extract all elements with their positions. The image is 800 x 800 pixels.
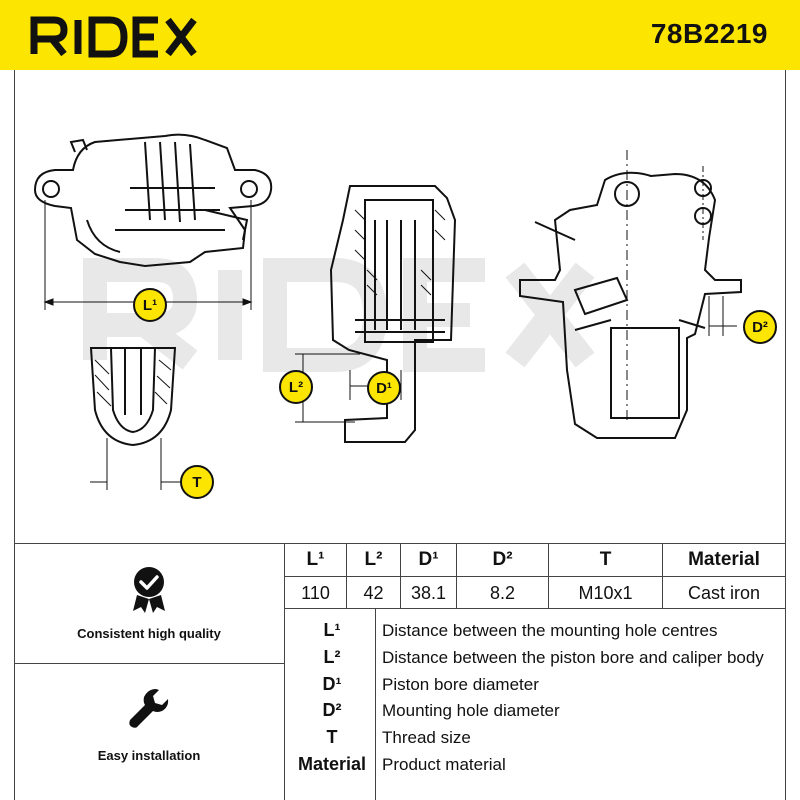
legend-key-l2: L² bbox=[323, 647, 341, 667]
badge-l1: L¹ bbox=[133, 288, 167, 322]
badge-d1: D¹ bbox=[367, 371, 401, 405]
spec-value-l1: 110 bbox=[301, 583, 330, 603]
spec-value-d2: 8.2 bbox=[489, 583, 516, 603]
caliper-section-view bbox=[329, 185, 457, 443]
spec-header-material: Material bbox=[688, 548, 760, 570]
spec-value-l2: 42 bbox=[363, 583, 384, 603]
badge-d2: D² bbox=[743, 310, 777, 344]
badge-l2: L² bbox=[279, 370, 313, 404]
legend-key-d1: D¹ bbox=[322, 674, 342, 694]
badge-t: T bbox=[180, 465, 214, 499]
spec-header-l2: L² bbox=[364, 548, 383, 570]
spec-section: Consistent high quality Easy installatio… bbox=[14, 543, 786, 800]
legend-desc-t: Thread size bbox=[382, 728, 471, 747]
caliper-front-view bbox=[519, 150, 742, 439]
technical-drawing: L¹ T L² D¹ D² bbox=[14, 70, 786, 543]
header-bar: 78B2219 bbox=[0, 0, 800, 70]
caliper-drawings bbox=[33, 133, 742, 490]
feature-installation-label: Easy installation bbox=[97, 748, 201, 763]
legend-desc-l1: Distance between the mounting hole centr… bbox=[382, 621, 718, 640]
feature-quality-label: Consistent high quality bbox=[77, 626, 221, 641]
legend-key-material: Material bbox=[297, 754, 367, 774]
legend-desc-d1: Piston bore diameter bbox=[382, 675, 539, 694]
legend-key-l1: L¹ bbox=[323, 620, 341, 640]
quality-badge-icon bbox=[133, 567, 165, 613]
legend-desc-d2: Mounting hole diameter bbox=[382, 701, 560, 720]
feature-quality: Consistent high quality bbox=[14, 565, 284, 641]
spec-header-d2: D² bbox=[492, 548, 513, 570]
part-number: 78B2219 bbox=[650, 18, 768, 49]
legend-key-d2: D² bbox=[322, 700, 342, 720]
spec-value-d1: 38.1 bbox=[410, 583, 447, 603]
spec-header-d1: D¹ bbox=[418, 548, 439, 570]
legend-desc-l2: Distance between the piston bore and cal… bbox=[382, 648, 764, 667]
caliper-side-view bbox=[33, 133, 273, 268]
legend-key-t: T bbox=[326, 727, 338, 747]
spec-header-l1: L¹ bbox=[306, 548, 325, 570]
spec-value-material: Cast iron bbox=[687, 583, 761, 603]
legend-desc-material: Product material bbox=[382, 755, 506, 774]
wrench-icon bbox=[129, 689, 169, 728]
ridex-logo bbox=[30, 16, 197, 58]
feature-installation: Easy installation bbox=[14, 685, 284, 763]
thread-section-view bbox=[89, 347, 177, 447]
spec-header-t: T bbox=[599, 548, 612, 570]
spec-value-t: M10x1 bbox=[578, 583, 633, 603]
